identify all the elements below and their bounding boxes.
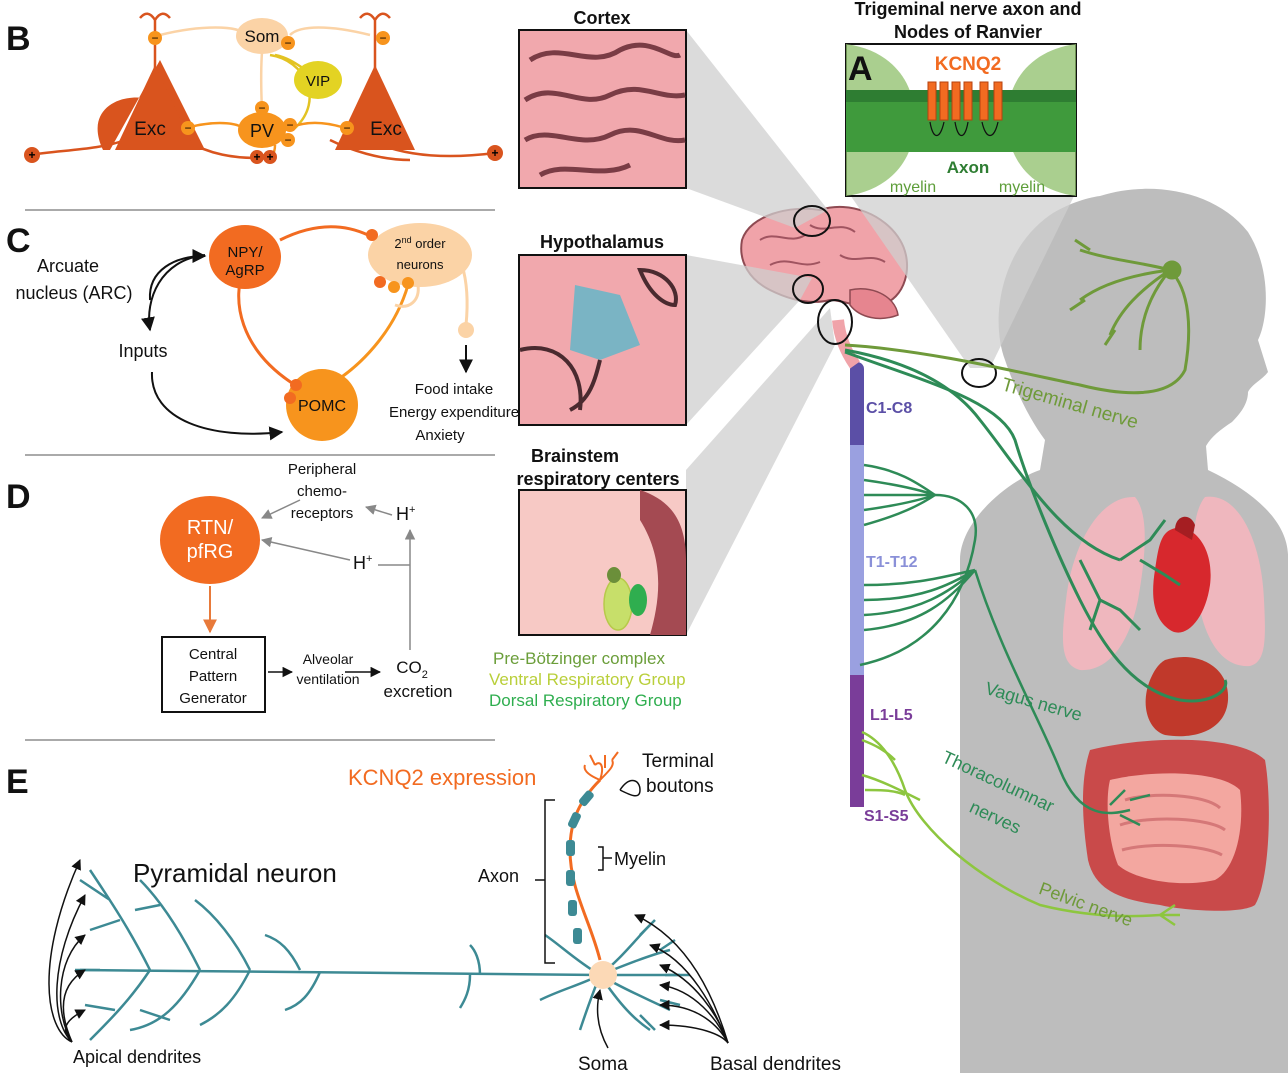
exc-right-label: Exc — [370, 119, 402, 140]
pelvic-nerve — [861, 730, 1180, 927]
pv-label: PV — [250, 121, 274, 141]
axon-label-e: Axon — [478, 866, 519, 886]
heart — [1153, 516, 1211, 633]
excitatory-synapse-sign-2: + — [253, 150, 260, 164]
panel-a-axon-box — [845, 43, 1077, 197]
terminal-label-1: Terminal — [642, 751, 714, 772]
cpg-label-1: Central — [189, 646, 237, 663]
panel-e-axon — [566, 751, 619, 989]
trigeminal-nerve — [844, 238, 1191, 395]
myelin-left-label: myelin — [890, 179, 936, 196]
arcuate-label-2: nucleus (ARC) — [15, 283, 132, 303]
inhibitory-synapse-sign-6: − — [258, 101, 265, 115]
co2-label: CO2 — [396, 658, 428, 681]
inhibitory-synapse-sign-3: − — [284, 36, 291, 50]
brainstem-box — [518, 489, 687, 636]
panel-label-e: E — [6, 763, 29, 801]
s1s5-label: S1-S5 — [864, 808, 909, 825]
inhibitory-synapse-sign-8: − — [286, 118, 293, 132]
brainstem-title-2: respiratory centers — [516, 469, 679, 489]
neurons-label: neurons — [397, 257, 444, 272]
food-intake-label: Food intake — [415, 381, 493, 398]
brainstem-title-1: Brainstem — [531, 446, 619, 466]
thoracolumnar-nerves — [859, 463, 1151, 827]
hypothalamus-box — [518, 254, 687, 426]
spinal-cord — [832, 319, 864, 807]
cpg-label-3: Generator — [179, 690, 247, 707]
vagus-nerve — [844, 348, 1228, 703]
inputs-label: Inputs — [118, 341, 167, 361]
drg-label: Dorsal Respiratory Group — [489, 691, 682, 710]
panel-c-circuit — [141, 223, 474, 441]
panel-label-a: A — [848, 50, 873, 88]
pomc-label: POMC — [298, 398, 346, 415]
t1t12-label: T1-T12 — [866, 554, 918, 571]
myelin-right-label: myelin — [999, 179, 1045, 196]
peripheral-label: Peripheral — [288, 461, 356, 478]
vip-label: VIP — [306, 73, 330, 90]
panel-b-circuit — [24, 12, 503, 164]
panel-label-b: B — [6, 20, 31, 58]
stomach — [1145, 656, 1229, 737]
vrg-label: Ventral Respiratory Group — [489, 670, 686, 689]
axon-label-a: Axon — [947, 158, 990, 177]
h-plus-mid: H+ — [353, 553, 372, 573]
excitatory-synapse-sign-3: + — [266, 150, 273, 164]
panel-label-d: D — [6, 478, 31, 516]
myelin-label-e: Myelin — [614, 849, 666, 869]
inhibitory-synapse-sign-7: − — [284, 133, 291, 147]
second-order-label: 2nd order — [394, 235, 446, 251]
soma-label: Soma — [578, 1054, 628, 1073]
excitatory-synapse-sign-4: + — [491, 146, 498, 160]
inhibitory-synapse-sign-2: − — [379, 31, 386, 45]
cpg-label-2: Pattern — [189, 668, 237, 685]
receptors-label: receptors — [291, 505, 354, 522]
arcuate-label: Arcuate — [37, 256, 99, 276]
inhibitory-synapse-sign-4: − — [184, 121, 191, 135]
exc-left-label: Exc — [134, 119, 166, 140]
panel-separators — [25, 209, 495, 741]
pyramidal-neuron-label: Pyramidal neuron — [133, 858, 337, 888]
zoom-cones — [686, 30, 1076, 635]
pfrg-label: pfRG — [187, 541, 234, 563]
panel-e-neuron — [75, 869, 690, 1041]
inhibitory-synapse-sign-5: − — [343, 121, 350, 135]
npy-label: NPY/ — [227, 244, 263, 261]
h-plus-top: H+ — [396, 504, 415, 524]
som-label: Som — [245, 27, 280, 46]
inhibitory-synapse-sign-1: − — [151, 31, 158, 45]
panel-e-pointers — [48, 779, 729, 1049]
ventilation-label: ventilation — [296, 671, 359, 687]
intestines — [1083, 739, 1269, 911]
panel-a-title-2: Nodes of Ranvier — [894, 22, 1042, 42]
rtn-label: RTN/ — [187, 517, 234, 539]
excretion-label: excretion — [384, 682, 453, 701]
panel-a-title-1: Trigeminal nerve axon and — [854, 0, 1081, 19]
cortex-title: Cortex — [573, 8, 630, 28]
panel-label-c: C — [6, 222, 31, 260]
kcnq2-channels — [927, 81, 1003, 121]
alveolar-label: Alveolar — [303, 651, 354, 667]
chemo-label: chemo- — [297, 483, 347, 500]
anxiety-label: Anxiety — [415, 427, 465, 444]
terminal-label-2: boutons — [646, 776, 714, 797]
basal-dendrites-label: Basal dendrites — [710, 1054, 841, 1073]
agrp-label: AgRP — [225, 262, 264, 279]
cortex-box — [518, 29, 687, 189]
kcnq2-expression-label: KCNQ2 expression — [348, 765, 536, 790]
c1c8-label: C1-C8 — [866, 400, 912, 417]
panel-d-flow — [160, 496, 416, 713]
apical-dendrites-label: Apical dendrites — [73, 1047, 201, 1067]
excitatory-synapse-sign-1: + — [28, 148, 35, 162]
pre-botzinger-label: Pre-Bötzinger complex — [493, 649, 665, 668]
l1l5-label: L1-L5 — [870, 707, 913, 724]
energy-label: Energy expenditure — [389, 404, 519, 421]
hypothalamus-title: Hypothalamus — [540, 232, 664, 252]
kcnq2-label: KCNQ2 — [935, 54, 1002, 75]
